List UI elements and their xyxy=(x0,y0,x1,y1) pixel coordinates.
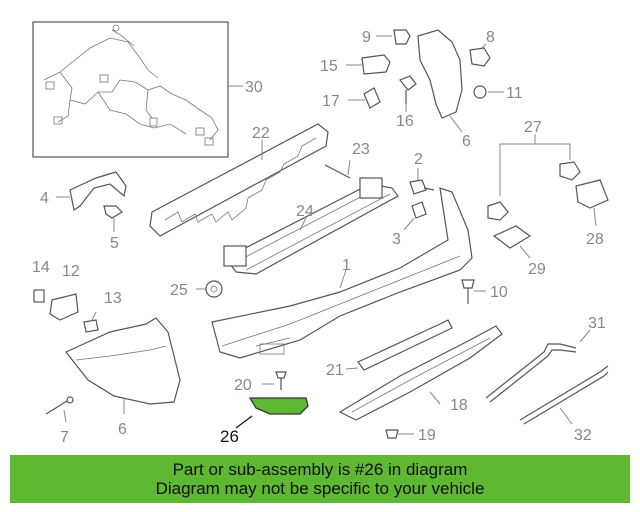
callout-22: 22 xyxy=(252,125,270,142)
callout-27: 27 xyxy=(524,119,542,136)
callout-16: 16 xyxy=(396,113,414,130)
fasteners-25-10-13-14-12 xyxy=(33,279,486,333)
callout-11: 11 xyxy=(506,85,523,102)
callout-32: 32 xyxy=(574,427,592,444)
callout-25: 25 xyxy=(170,282,188,299)
callout-4: 4 xyxy=(40,190,49,207)
parts-4-5 xyxy=(56,171,127,232)
callout-30: 30 xyxy=(245,79,263,96)
callout-21: 21 xyxy=(326,362,344,379)
banner-line-part-number: Part or sub-assembly is #26 in diagram xyxy=(172,460,468,479)
part-26-reflector-highlighted xyxy=(235,397,309,429)
part-24-reinforcement xyxy=(223,177,399,275)
callout-8: 8 xyxy=(486,29,495,46)
callout-labels: 30 9 8 15 17 16 11 6 22 23 2 27 4 5 24 3… xyxy=(32,29,606,446)
upper-right-brackets xyxy=(346,29,504,133)
callout-5: 5 xyxy=(110,235,119,252)
callout-6-upper: 6 xyxy=(462,133,471,150)
fasteners-23-2-3 xyxy=(324,159,435,231)
callout-23: 23 xyxy=(352,141,370,158)
callout-1: 1 xyxy=(342,257,351,274)
callout-14: 14 xyxy=(32,259,50,276)
part-1-bumper-cover xyxy=(211,187,473,359)
callout-7: 7 xyxy=(60,429,69,446)
callout-29: 29 xyxy=(528,261,546,278)
callout-10: 10 xyxy=(490,284,508,301)
banner-line-disclaimer: Diagram may not be specific to your vehi… xyxy=(155,479,485,498)
callout-17: 17 xyxy=(322,93,340,110)
callout-2: 2 xyxy=(414,151,423,168)
callout-31: 31 xyxy=(588,315,606,332)
callout-18: 18 xyxy=(450,397,468,414)
callout-26-highlighted: 26 xyxy=(220,427,239,446)
part-20-clip xyxy=(262,371,287,390)
callout-20: 20 xyxy=(234,377,252,394)
part-6-side-bracket xyxy=(45,317,181,423)
callout-3: 3 xyxy=(392,231,401,248)
parts-31-32-moldings xyxy=(485,329,609,425)
info-banner: Part or sub-assembly is #26 in diagram D… xyxy=(10,455,630,503)
callout-15: 15 xyxy=(320,58,338,75)
callout-6-lower: 6 xyxy=(118,421,127,438)
parking-sensors-27-28-29 xyxy=(487,134,609,259)
part-19-clip xyxy=(385,429,414,439)
part-22-energy-absorber xyxy=(149,123,329,237)
parts-21-18-trim xyxy=(338,319,503,421)
callout-12: 12 xyxy=(62,263,80,280)
part-30-wiring-harness xyxy=(32,21,243,158)
callout-19: 19 xyxy=(418,427,436,444)
callout-24: 24 xyxy=(296,203,314,220)
callout-13: 13 xyxy=(104,290,122,307)
callout-28: 28 xyxy=(586,231,604,248)
callout-9: 9 xyxy=(362,29,371,46)
parts-diagram: 30 9 8 15 17 16 11 6 22 23 2 27 4 5 24 3… xyxy=(32,21,609,446)
